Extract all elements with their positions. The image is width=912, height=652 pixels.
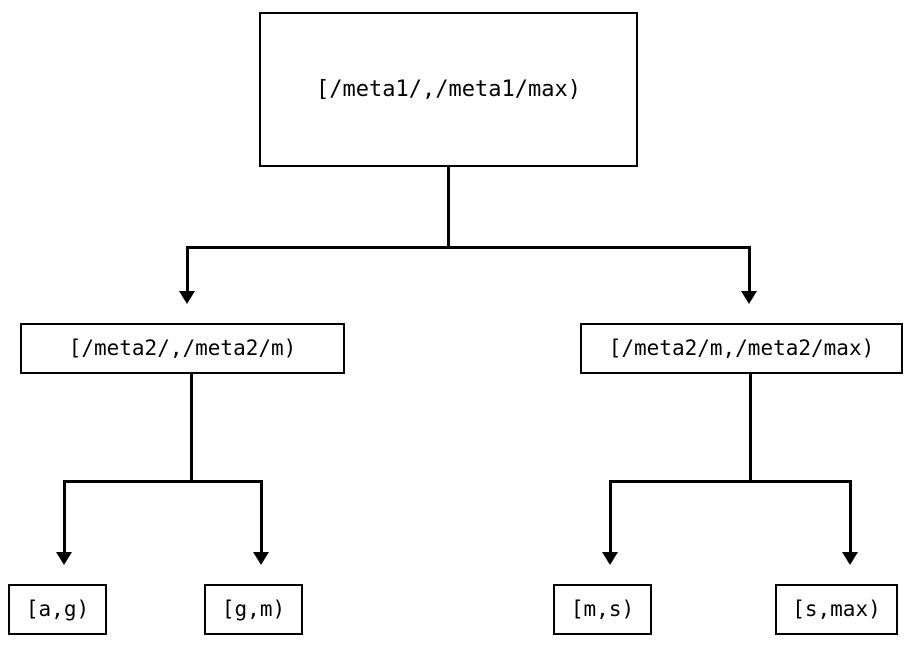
node-leaf-m-s-label: [m,s): [570, 597, 635, 621]
node-leaf-g-m: [g,m): [204, 584, 303, 635]
arrowhead-down-icon: [602, 552, 618, 565]
node-leaf-a-g: [a,g): [8, 584, 107, 635]
node-leaf-a-g-label: [a,g): [25, 597, 90, 621]
node-root: [/meta1/,/meta1/max): [259, 12, 638, 167]
node-leaf-m-s: [m,s): [553, 584, 652, 635]
arrowhead-down-icon: [56, 552, 72, 565]
edge-meta2-low-branch-bar: [63, 480, 263, 483]
edge-meta2-high-stem: [749, 374, 752, 482]
node-leaf-s-max-label: [s,max): [792, 597, 881, 621]
node-leaf-s-max: [s,max): [775, 584, 898, 635]
node-meta2-high: [/meta2/m,/meta2/max): [580, 323, 903, 374]
edge-meta2-high-branch-bar: [609, 480, 852, 483]
arrowhead-down-icon: [253, 552, 269, 565]
edge-root-to-meta2-low: [186, 246, 189, 292]
node-leaf-g-m-label: [g,m): [221, 597, 286, 621]
node-meta2-low: [/meta2/,/meta2/m): [20, 323, 345, 374]
edge-meta2-low-stem: [190, 374, 193, 482]
edge-meta2-high-to-leaf-smax: [849, 480, 852, 553]
node-root-label: [/meta1/,/meta1/max): [316, 76, 581, 102]
edge-meta2-low-to-leaf-gm: [260, 480, 263, 553]
edge-root-to-meta2-high: [748, 246, 751, 292]
edge-root-branch-bar: [186, 246, 751, 249]
node-meta2-high-label: [/meta2/m,/meta2/max): [608, 336, 875, 360]
node-meta2-low-label: [/meta2/,/meta2/m): [68, 336, 297, 360]
arrowhead-down-icon: [741, 291, 757, 304]
edge-root-stem: [447, 167, 450, 249]
arrowhead-down-icon: [842, 552, 858, 565]
edge-meta2-low-to-leaf-ag: [63, 480, 66, 553]
arrowhead-down-icon: [179, 291, 195, 304]
edge-meta2-high-to-leaf-ms: [609, 480, 612, 553]
